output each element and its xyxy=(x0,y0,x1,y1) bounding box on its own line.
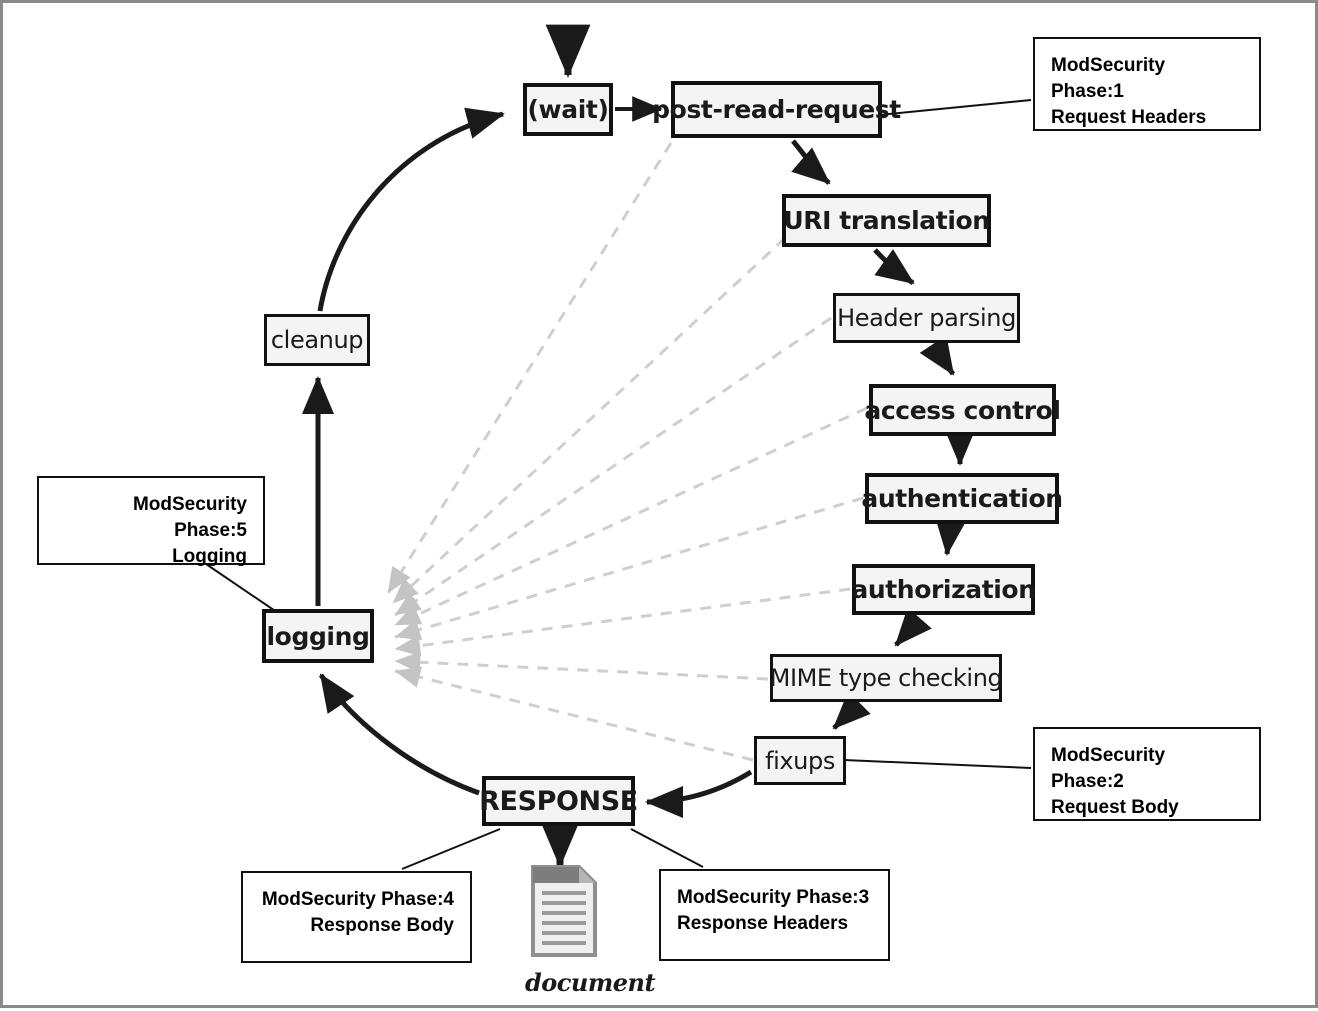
node-cleanup[interactable]: cleanup xyxy=(264,314,370,366)
node-logging[interactable]: logging xyxy=(262,609,374,663)
flow-fixups-to-response xyxy=(644,769,753,818)
node-header-parsing[interactable]: Header parsing xyxy=(833,293,1020,343)
callout-line-1: ModSecurity Phase:3 xyxy=(677,887,870,908)
leader-phase4 xyxy=(401,828,501,870)
node-authentication[interactable]: authentication xyxy=(861,473,1063,524)
callout-line-1: ModSecurity Phase:5 xyxy=(132,494,247,541)
leader-phase2 xyxy=(843,759,1032,769)
node-post-read-request[interactable]: post-read-request xyxy=(652,81,901,138)
callout-modsecurity-phase-2: ModSecurity Phase:2 Request Body xyxy=(1033,727,1261,821)
node-uri-translation[interactable]: URI translation xyxy=(782,194,991,247)
leader-phase3 xyxy=(630,828,704,868)
callout-line-1: ModSecurity Phase:1 xyxy=(1051,55,1166,102)
callout-line-2: Response Body xyxy=(310,915,454,936)
flow-mime-to-fixups xyxy=(832,691,871,730)
flow-cleanup-to-wait xyxy=(317,107,505,312)
callout-line-2: Request Body xyxy=(1051,797,1179,818)
document-icon-label: document xyxy=(525,968,656,997)
document-output: document xyxy=(525,865,656,997)
callout-modsecurity-phase-5: ModSecurity Phase:5 Logging xyxy=(37,476,265,567)
callout-modsecurity-phase-3: ModSecurity Phase:3 Response Headers xyxy=(659,869,890,961)
node-fixups[interactable]: fixups xyxy=(754,736,846,785)
flow-response-to-logging xyxy=(318,673,480,796)
callout-line-2: Request Headers xyxy=(1051,107,1207,128)
callout-modsecurity-phase-1: ModSecurity Phase:1 Request Headers xyxy=(1033,37,1261,131)
callout-line-2: Response Headers xyxy=(677,913,849,934)
leader-phase1 xyxy=(878,99,1032,116)
flow-authn-to-authz xyxy=(934,516,967,556)
callout-line-2: Logging xyxy=(172,546,247,567)
document-icon xyxy=(531,865,597,957)
flow-authz-to-mime xyxy=(894,607,932,647)
callout-modsecurity-phase-4: ModSecurity Phase:4 Response Body xyxy=(241,871,472,963)
flow-post-read-to-uri xyxy=(791,139,831,185)
node-response[interactable]: RESPONSE xyxy=(479,776,638,826)
flow-uri-to-header xyxy=(873,248,915,286)
callout-line-1: ModSecurity Phase:4 xyxy=(261,889,454,910)
flow-header-to-access xyxy=(919,335,956,376)
node-wait[interactable]: (wait) xyxy=(523,83,613,136)
callout-line-1: ModSecurity Phase:2 xyxy=(1051,745,1166,792)
node-access-control[interactable]: access control xyxy=(864,384,1061,436)
node-mime-type-checking[interactable]: MIME type checking xyxy=(770,654,1003,702)
node-authorization[interactable]: authorization xyxy=(851,564,1036,615)
